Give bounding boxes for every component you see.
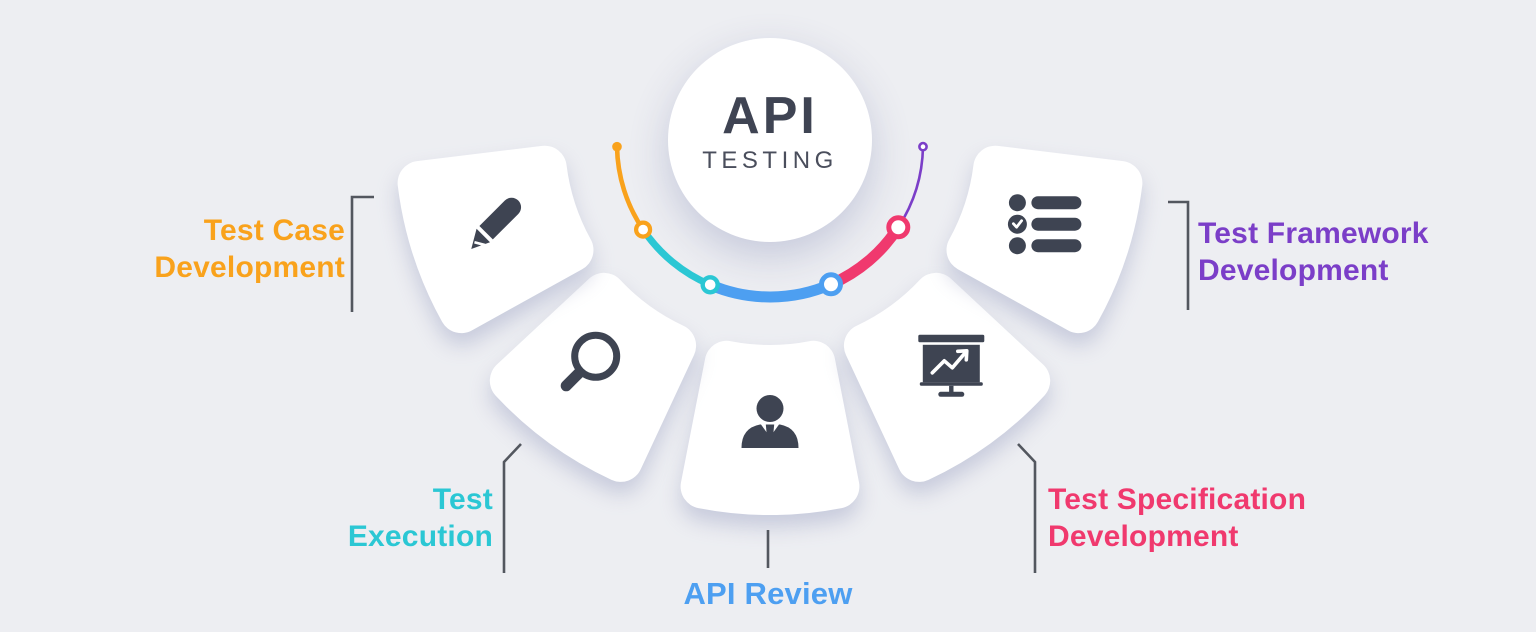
center-subtitle: TESTING xyxy=(702,147,838,174)
fan-card-test-case xyxy=(397,145,594,334)
pencil-icon xyxy=(471,197,522,249)
checklist-icon xyxy=(1007,194,1082,255)
presentation-chart-icon xyxy=(918,334,985,397)
label-test-framework-development: Test Framework Development xyxy=(1198,215,1429,289)
arc-start-dot xyxy=(612,141,622,152)
center-circle xyxy=(668,38,872,242)
label-test-case-development: Test Case Development xyxy=(154,212,345,286)
person-icon xyxy=(741,395,799,448)
connector-test-case xyxy=(350,195,374,312)
label-line: API Review xyxy=(683,576,853,611)
label-line: Development xyxy=(1048,520,1239,553)
label-test-specification-development: Test Specification Development xyxy=(1048,481,1306,555)
arc-node-test-execution xyxy=(700,275,720,295)
connector-test-execution xyxy=(502,443,522,573)
search-icon xyxy=(560,331,621,392)
center-title: API xyxy=(722,87,818,145)
label-api-review: API Review xyxy=(683,575,852,612)
arc-segment-api-review xyxy=(708,279,834,303)
label-line: Execution xyxy=(347,520,493,553)
label-line: Test Specification xyxy=(1048,483,1307,516)
arc-node-test-specification xyxy=(886,215,911,240)
connector-test-framework xyxy=(1168,200,1190,310)
label-line: Test Case xyxy=(203,214,345,247)
center-title-block: API TESTING xyxy=(620,88,920,175)
arc-node-api-review xyxy=(819,272,843,297)
arc-node-test-case xyxy=(633,220,653,239)
label-line: Development xyxy=(1198,254,1389,287)
arc-segment-test-execution xyxy=(640,227,712,289)
label-line: Test xyxy=(432,483,493,516)
label-line: Development xyxy=(154,251,345,284)
arc-end-dot xyxy=(918,141,928,152)
label-test-execution: Test Execution xyxy=(348,481,493,555)
arc-segment-test-specification xyxy=(828,224,903,290)
label-line: Test Framework xyxy=(1198,217,1429,250)
connector-test-specification xyxy=(1017,443,1037,573)
